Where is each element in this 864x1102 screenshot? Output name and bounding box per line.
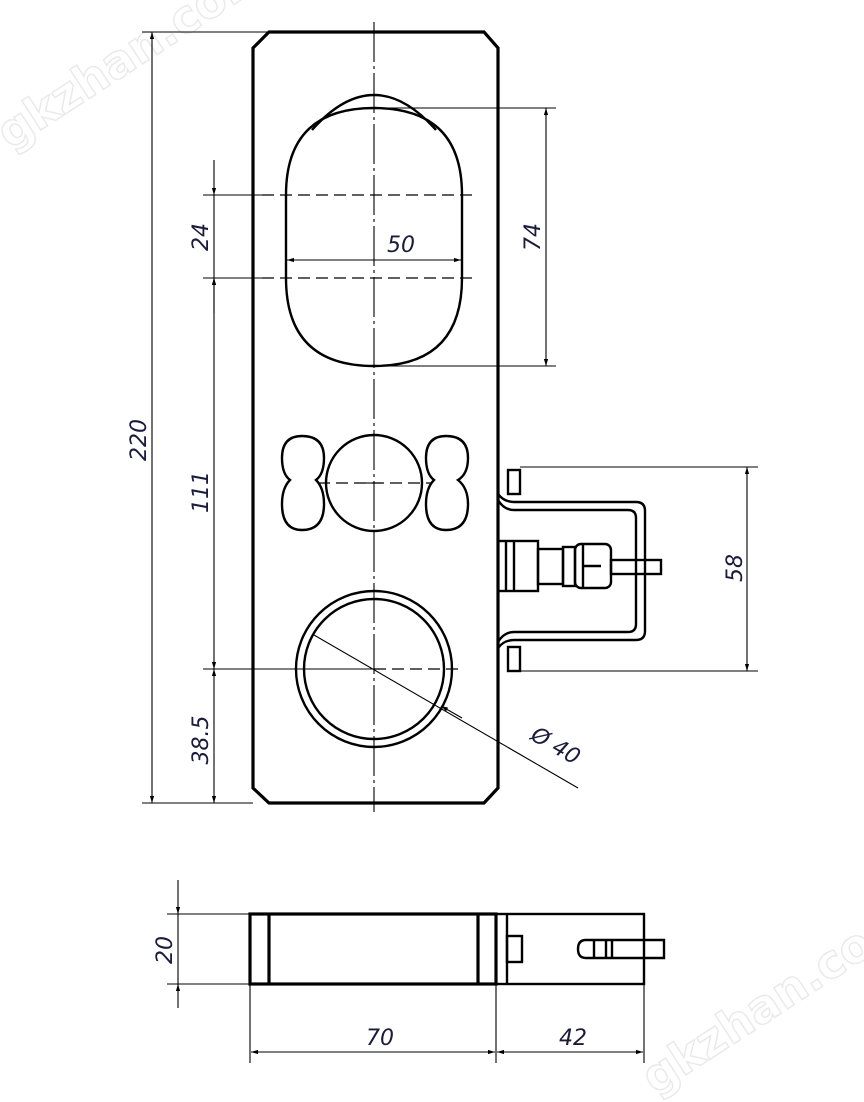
dim-thickness: 20 xyxy=(153,880,250,1008)
dim-slot-center-height: 24 xyxy=(189,160,262,313)
middle-hole-cluster xyxy=(280,433,470,533)
svg-text:111: 111 xyxy=(189,471,214,513)
svg-text:gkzhan.com: gkzhan.com xyxy=(632,889,864,1102)
dim-lengths: 70 42 xyxy=(249,984,645,1063)
svg-text:24: 24 xyxy=(189,223,214,251)
dim-bottom-hole-diameter: Ø 40 xyxy=(313,634,584,789)
plate-outline xyxy=(251,30,500,805)
dim-slot-outer-height: 74 xyxy=(374,107,556,367)
dim-body-length: 70 xyxy=(366,1026,394,1051)
svg-text:220: 220 xyxy=(127,419,152,461)
upper-slot xyxy=(262,94,472,368)
svg-text:58: 58 xyxy=(723,554,748,582)
svg-text:50: 50 xyxy=(387,233,415,258)
cable-connector xyxy=(496,539,663,593)
side-connector-housing xyxy=(494,912,666,986)
front-view: 220 24 50 74 111 xyxy=(127,22,758,812)
dim-connector-length: 42 xyxy=(559,1026,587,1051)
svg-text:74: 74 xyxy=(521,223,546,251)
svg-text:gkzhan.com: gkzhan.com xyxy=(0,0,277,159)
left-lobe xyxy=(280,434,326,532)
dim-bracket-height: 58 xyxy=(520,466,758,672)
dim-slot-width: 50 xyxy=(287,233,461,263)
bottom-hole xyxy=(222,589,462,749)
connector-bracket xyxy=(496,468,647,673)
dim-overall-height: 220 xyxy=(127,31,269,804)
dim-hole-center-spacing: 111 xyxy=(189,278,222,670)
right-lobe xyxy=(424,434,470,532)
side-view: 20 70 42 xyxy=(153,880,666,1063)
side-body xyxy=(248,912,498,986)
dim-bottom-hole-offset: 38.5 xyxy=(189,669,217,803)
svg-text:20: 20 xyxy=(153,936,178,964)
svg-text:38.5: 38.5 xyxy=(189,716,214,765)
